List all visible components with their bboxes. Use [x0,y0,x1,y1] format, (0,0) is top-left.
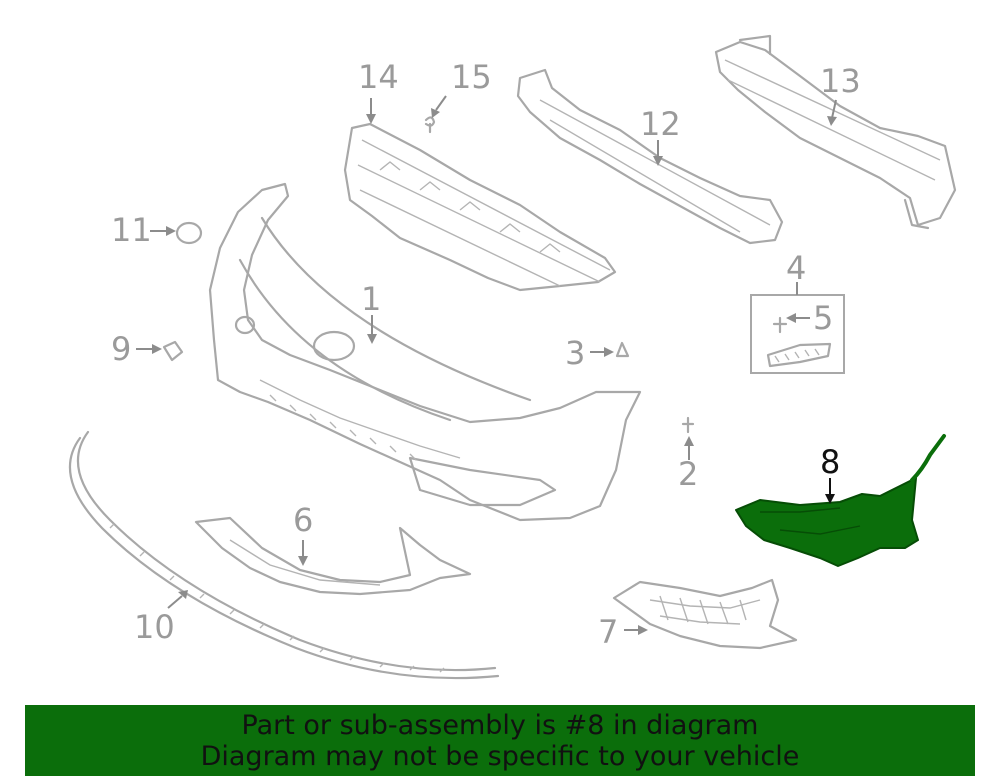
part-8-highlighted-bezel[interactable] [735,434,946,567]
part-5-screw[interactable] [772,316,788,334]
callout-5: 5 [813,299,834,337]
part-3-push-pin[interactable] [615,341,630,358]
callout-2: 2 [678,455,699,493]
leader-lines [136,95,837,635]
callout-3: 3 [565,334,586,372]
part-2-screw[interactable] [681,416,695,434]
callout-8: 8 [820,443,841,481]
callout-4: 4 [786,249,807,287]
callout-13: 13 [820,62,861,100]
callout-11: 11 [111,211,152,249]
callout-1: 1 [361,280,382,318]
part-6-grille-trim[interactable] [194,516,472,596]
part-11-cap[interactable] [175,221,203,245]
part-14-grille-support[interactable] [343,122,617,292]
callout-10: 10 [134,608,175,646]
callout-15: 15 [451,58,492,96]
callout-9: 9 [111,330,132,368]
callout-14: 14 [358,58,399,96]
part-1-bumper-cover[interactable] [208,182,642,522]
callout-12: 12 [640,105,681,143]
exploded-parts-diagram [68,34,957,680]
part-15-clip[interactable] [424,116,436,134]
banner-line-part: Part or sub-assembly is #8 in diagram [241,710,759,741]
part-13-reinforcement[interactable] [714,34,957,230]
callout-6: 6 [293,501,314,539]
part-12-absorber[interactable] [516,68,784,245]
callout-7: 7 [598,613,619,651]
part-10-molding-strip[interactable] [68,430,500,680]
part-7-bezel[interactable] [612,578,798,650]
banner-line-disclaimer: Diagram may not be specific to your vehi… [200,741,800,772]
highlight-info-banner: Part or sub-assembly is #8 in diagram Di… [25,705,975,776]
part-9-clip[interactable] [162,340,184,362]
